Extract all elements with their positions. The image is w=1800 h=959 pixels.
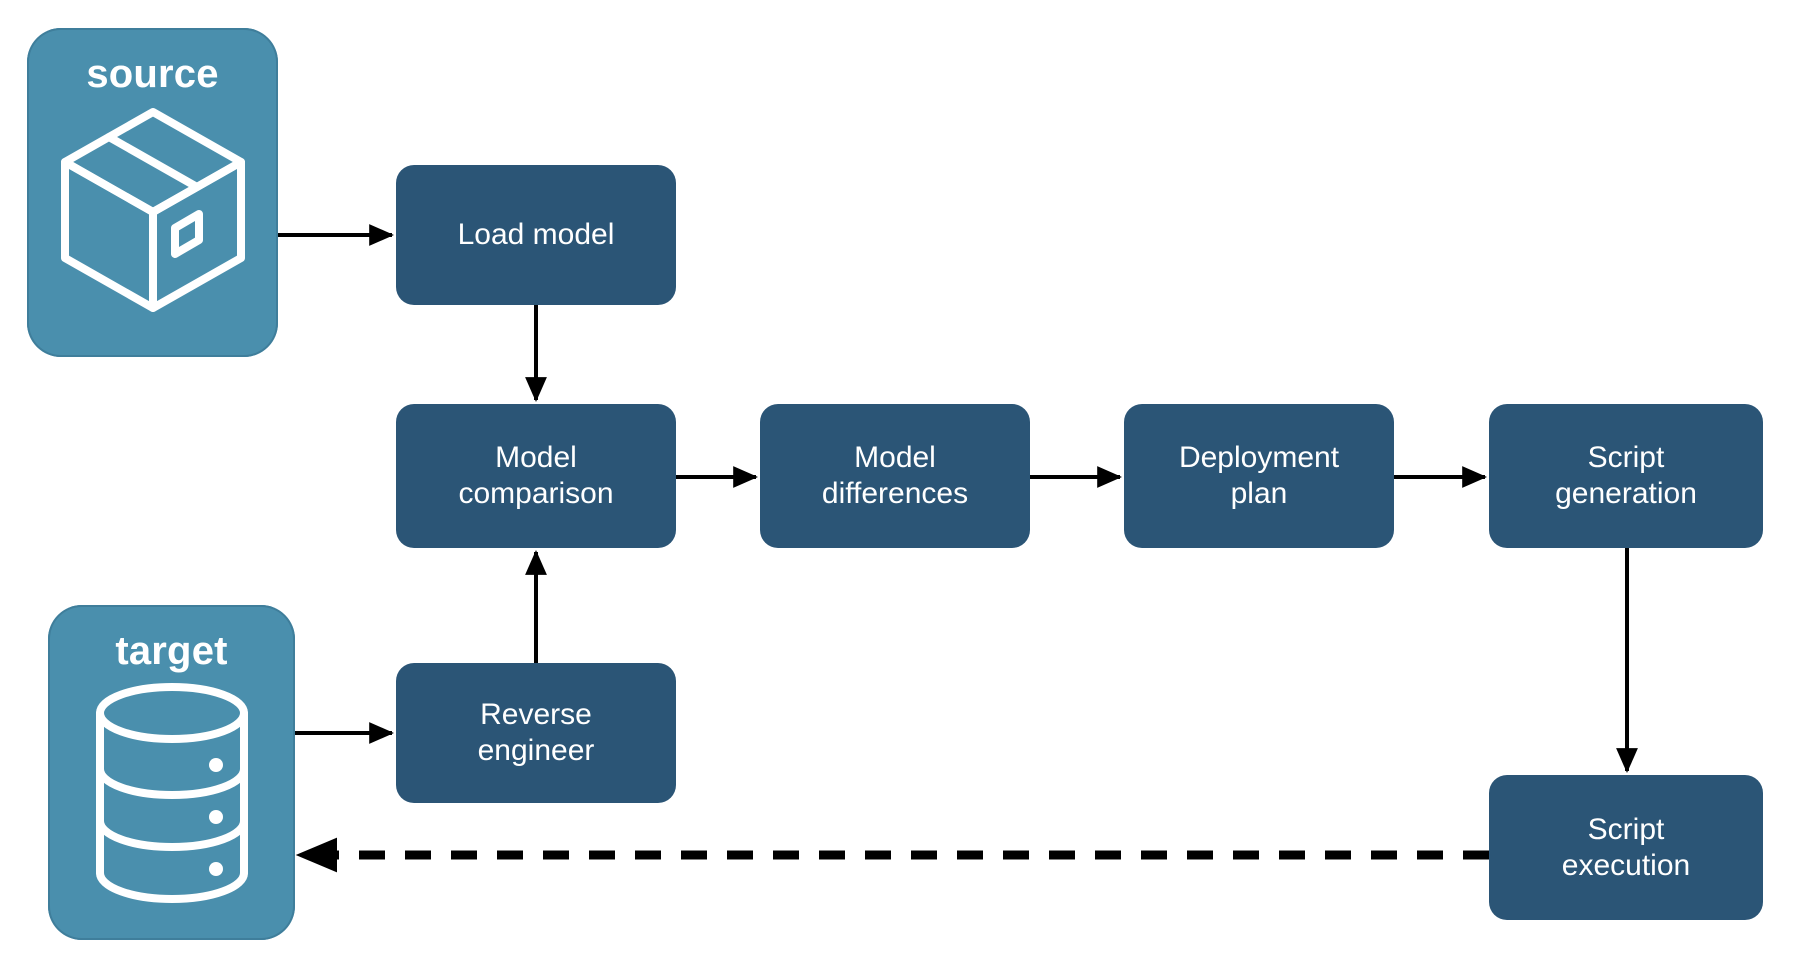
node-load-model[interactable]: Load model [396, 165, 676, 305]
node-deployment-plan-line1: Deployment [1178, 441, 1340, 474]
node-script-execution-line1: Script [1587, 812, 1665, 846]
endpoint-target-label: target [115, 629, 228, 673]
endpoint-target[interactable]: target [48, 605, 295, 940]
node-reverse-engineer[interactable]: Reverse engineer [396, 663, 676, 803]
node-script-generation-line1: Script [1587, 441, 1665, 474]
node-script-generation[interactable]: Script generation [1489, 404, 1763, 548]
node-script-execution-line2: execution [1561, 848, 1691, 882]
node-reverse-engineer-line2: engineer [477, 734, 595, 767]
database-cylinder-icon [95, 683, 248, 903]
node-model-differences[interactable]: Model differences [760, 404, 1030, 548]
node-reverse-engineer-line1: Reverse [480, 698, 592, 731]
node-model-differences-line1: Model [854, 441, 936, 474]
endpoint-source[interactable]: source [27, 28, 278, 357]
node-deployment-plan[interactable]: Deployment plan [1124, 404, 1394, 548]
node-deployment-plan-line2: plan [1230, 477, 1288, 510]
node-script-execution[interactable]: Script execution [1489, 775, 1763, 920]
package-box-icon [60, 108, 245, 312]
endpoint-source-label: source [86, 52, 219, 96]
node-model-comparison-line2: comparison [458, 477, 614, 510]
node-script-generation-line2: generation [1555, 477, 1697, 510]
node-model-comparison[interactable]: Model comparison [396, 404, 676, 548]
node-model-differences-line2: differences [821, 477, 969, 510]
node-load-model-line1: Load model [457, 218, 615, 251]
node-model-comparison-line1: Model [495, 441, 577, 474]
